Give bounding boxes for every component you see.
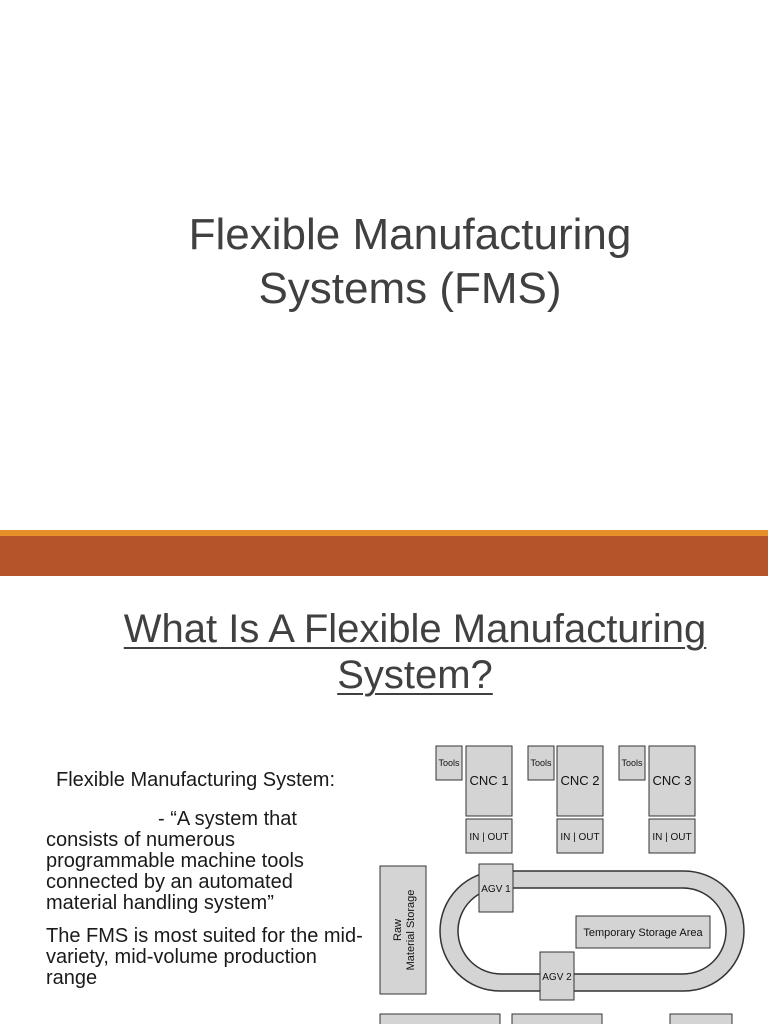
tools-box-2 — [527, 745, 555, 781]
agv-label-2: AGV 2 — [542, 972, 572, 983]
cnc-machine-3 — [648, 745, 696, 817]
bottom-box-3 — [669, 1013, 733, 1024]
slide-title: Flexible Manufacturing Systems (FMS) — [0, 208, 768, 316]
content-title: What Is A Flexible Manufacturing System? — [60, 606, 768, 698]
body-text: Flexible Manufacturing System: - “A syst… — [46, 770, 366, 989]
fms-layout-diagram: Tools Tools Tools CNC 1 CNC 2 CNC 3 IN |… — [370, 736, 768, 1024]
content-slide: What Is A Flexible Manufacturing System?… — [0, 576, 768, 1024]
cnc-machine-1 — [465, 745, 513, 817]
accent-band — [0, 536, 768, 576]
cnc-machine-2 — [556, 745, 604, 817]
temp-storage-label: Temporary Storage Area — [583, 927, 703, 939]
agv-1 — [478, 863, 514, 913]
definition-quote: - “A system that consists of numerous pr… — [46, 808, 304, 914]
bottom-box-2 — [511, 1013, 603, 1024]
tools-label-3: Tools — [621, 758, 643, 768]
cnc-label-1: CNC 1 — [469, 773, 508, 788]
tools-label-2: Tools — [530, 758, 552, 768]
raw-material-storage — [379, 865, 427, 995]
definition-heading: Flexible Manufacturing System: — [56, 769, 336, 791]
agv-label-1: AGV 1 — [481, 884, 511, 895]
bottom-box-1 — [379, 1013, 501, 1024]
raw-storage-label-2: Material Storage — [405, 890, 417, 971]
in-out-label-2: IN | OUT — [560, 832, 599, 843]
slide-title-line-1: Flexible Manufacturing — [188, 210, 632, 259]
tools-label-1: Tools — [438, 758, 460, 768]
accent-line — [0, 530, 768, 536]
content-title-line-1: What Is A Flexible Manufacturing — [123, 607, 707, 651]
cnc-label-2: CNC 2 — [560, 773, 599, 788]
fms-diagram-svg: Tools Tools Tools CNC 1 CNC 2 CNC 3 IN |… — [379, 745, 745, 1024]
temporary-storage-area — [575, 915, 711, 949]
in-out-station-2 — [556, 818, 604, 854]
tools-box-3 — [618, 745, 646, 781]
content-title-line-2: System? — [337, 653, 493, 697]
tools-box-1 — [435, 745, 463, 781]
in-out-label-3: IN | OUT — [652, 832, 691, 843]
cnc-label-3: CNC 3 — [652, 773, 691, 788]
in-out-label-1: IN | OUT — [469, 832, 508, 843]
in-out-station-3 — [648, 818, 696, 854]
agv-2 — [539, 951, 575, 1001]
in-out-station-1 — [465, 818, 513, 854]
suitability-text: The FMS is most suited for the mid-varie… — [46, 925, 363, 989]
slide-title-line-2: Systems (FMS) — [258, 264, 562, 313]
title-slide: Flexible Manufacturing Systems (FMS) — [0, 208, 768, 316]
raw-storage-label-1: Raw — [392, 919, 404, 941]
